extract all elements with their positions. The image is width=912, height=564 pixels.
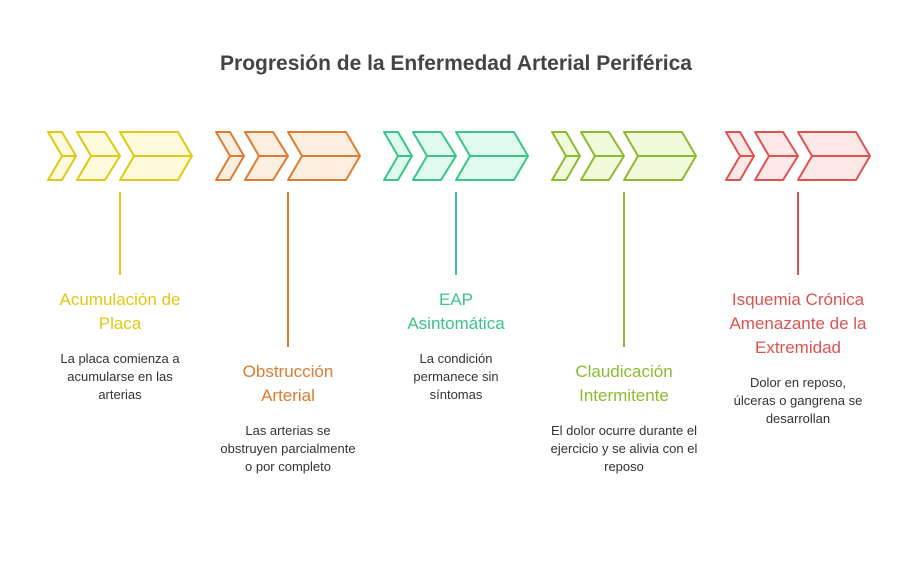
stage-5: Isquemia Crónica Amenazante de la Extrem… bbox=[714, 288, 882, 428]
stage-description: Dolor en reposo, úlceras o gangrena se d… bbox=[733, 375, 863, 426]
stage-1: Acumulación de Placa La placa comienza a… bbox=[36, 288, 204, 404]
stage-title: Acumulación de Placa bbox=[59, 290, 181, 333]
stage-title: EAP Asintomática bbox=[407, 290, 505, 333]
stage-2: Obstrucción Arterial Las arterias se obs… bbox=[204, 360, 372, 476]
stage-title: Isquemia Crónica Amenazante de la Extrem… bbox=[729, 290, 867, 357]
stage-description: La condición permanece sin síntomas bbox=[413, 351, 499, 402]
stage-title: Claudicación Intermitente bbox=[575, 362, 673, 405]
stage-description: La placa comienza a acumularse en las ar… bbox=[60, 351, 180, 402]
stage-description: El dolor ocurre durante el ejercicio y s… bbox=[550, 423, 698, 474]
stage-description: Las arterias se obstruyen parcialmente o… bbox=[220, 423, 356, 474]
stage-title: Obstrucción Arterial bbox=[242, 362, 334, 405]
diagram-title: Progresión de la Enfermedad Arterial Per… bbox=[220, 52, 692, 75]
stage-4: Claudicación Intermitente El dolor ocurr… bbox=[540, 360, 708, 476]
stage-3: EAP Asintomática La condición permanece … bbox=[372, 288, 540, 404]
